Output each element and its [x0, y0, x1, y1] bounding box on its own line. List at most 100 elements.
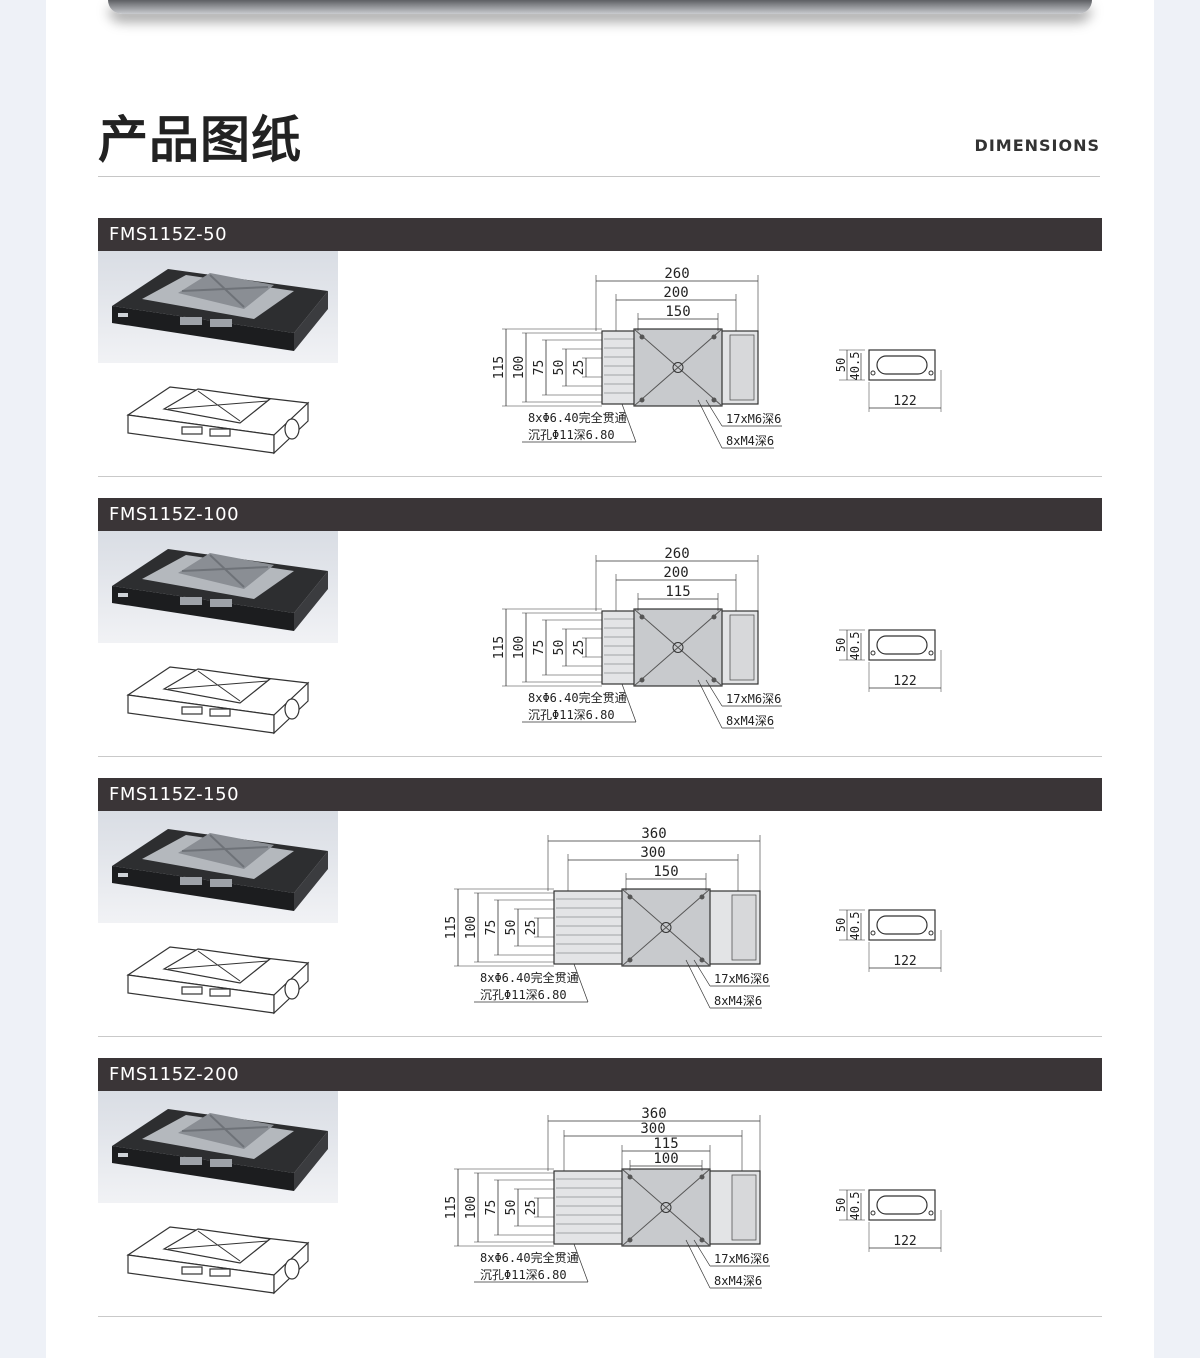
- side-dimension-label: 75: [484, 1200, 499, 1216]
- product-photos: [98, 251, 338, 476]
- top-dimension-label: 115: [665, 584, 690, 600]
- product-header: FMS115Z-100: [98, 498, 1102, 531]
- hole-note: 8xΦ6.40完全贯通: [480, 1250, 579, 1265]
- stage-render-image: [112, 829, 328, 911]
- end-height-label: 50: [834, 1198, 848, 1212]
- dimension-drawing: 260 200 150 115 100 75 50 25 8xΦ6.40完全贯通沉孔Φ11深6.…: [339, 251, 1102, 476]
- top-banner-edge: [108, 0, 1092, 14]
- thread-note-m6: 17xM6深6: [726, 412, 781, 426]
- stage-render-image: [112, 549, 328, 631]
- product-section: FMS115Z-150: [98, 778, 1102, 1037]
- end-height-label: 50: [834, 638, 848, 652]
- top-dimension-label: 260: [664, 266, 689, 282]
- top-dimension-label: 300: [640, 1121, 665, 1137]
- top-dimension-label: 260: [664, 546, 689, 562]
- thread-note-m4: 8xM4深6: [726, 434, 774, 448]
- top-dimension-label: 115: [653, 1136, 678, 1152]
- page-subtitle: DIMENSIONS: [974, 136, 1100, 155]
- end-width-label: 122: [893, 394, 916, 409]
- side-dimension-label: 50: [504, 920, 519, 936]
- side-dimension-label: 50: [552, 360, 567, 376]
- product-photos: [98, 1091, 338, 1316]
- hole-note: 8xΦ6.40完全贯通: [528, 410, 627, 425]
- top-dimension-label: 150: [665, 304, 690, 320]
- end-width-label: 122: [893, 954, 916, 969]
- stage-render-image: [112, 1109, 328, 1191]
- top-dimension-label: 300: [640, 845, 665, 861]
- side-dimension-label: 100: [464, 1196, 479, 1219]
- end-width-label: 122: [893, 1234, 916, 1249]
- thread-note-m4: 8xM4深6: [714, 1274, 762, 1288]
- thread-note-m6: 17xM6深6: [714, 972, 769, 986]
- product-line-drawing: [98, 1203, 338, 1316]
- stage-outline-image: [126, 666, 310, 735]
- product-section: FMS115Z-100: [98, 498, 1102, 757]
- product-header: FMS115Z-50: [98, 218, 1102, 251]
- product-line-drawing: [98, 363, 338, 476]
- stage-outline-image: [126, 386, 310, 455]
- top-dimension-label: 360: [641, 826, 666, 842]
- page-title: 产品图纸: [98, 111, 302, 169]
- top-dimension-label: 200: [663, 565, 688, 581]
- product-divider: [98, 1036, 1102, 1037]
- counterbore-note: 沉孔Φ11深6.80: [528, 428, 615, 442]
- thread-note-m6: 17xM6深6: [726, 692, 781, 706]
- side-dimension-label: 50: [552, 640, 567, 656]
- side-dimension-label: 115: [492, 356, 507, 379]
- top-dimension-label: 360: [641, 1106, 666, 1122]
- top-dimension-label: 100: [653, 1151, 678, 1167]
- product-header: FMS115Z-200: [98, 1058, 1102, 1091]
- thread-note-m4: 8xM4深6: [726, 714, 774, 728]
- product-line-drawing: [98, 643, 338, 756]
- product-line-drawing: [98, 923, 338, 1036]
- product-name: FMS115Z-200: [109, 1064, 240, 1085]
- product-divider: [98, 756, 1102, 757]
- side-dimension-label: 25: [572, 360, 587, 376]
- end-inner-label: 40.5: [848, 632, 862, 661]
- product-divider: [98, 1316, 1102, 1317]
- product-divider: [98, 476, 1102, 477]
- title-divider: [98, 176, 1100, 177]
- end-inner-label: 40.5: [848, 912, 862, 941]
- product-render-photo: [98, 251, 338, 363]
- side-dimension-label: 50: [504, 1200, 519, 1216]
- side-dimension-label: 115: [444, 916, 459, 939]
- product-section: FMS115Z-50: [98, 218, 1102, 477]
- side-dimension-label: 75: [532, 360, 547, 376]
- side-dimension-label: 75: [532, 640, 547, 656]
- side-dimension-label: 75: [484, 920, 499, 936]
- hole-note: 8xΦ6.40完全贯通: [480, 970, 579, 985]
- side-dimension-label: 100: [464, 916, 479, 939]
- counterbore-note: 沉孔Φ11深6.80: [480, 988, 567, 1002]
- side-dimension-label: 100: [512, 356, 527, 379]
- side-dimension-label: 115: [444, 1196, 459, 1219]
- side-dimension-label: 25: [572, 640, 587, 656]
- end-inner-label: 40.5: [848, 1192, 862, 1221]
- product-name: FMS115Z-150: [109, 784, 240, 805]
- side-dimension-label: 25: [524, 1200, 539, 1216]
- stage-outline-image: [126, 1226, 310, 1295]
- page: 产品图纸 DIMENSIONS FMS115Z-50: [46, 0, 1154, 1358]
- product-render-photo: [98, 531, 338, 643]
- product-photos: [98, 531, 338, 756]
- product-render-photo: [98, 1091, 338, 1203]
- counterbore-note: 沉孔Φ11深6.80: [528, 708, 615, 722]
- hole-note: 8xΦ6.40完全贯通: [528, 690, 627, 705]
- end-height-label: 50: [834, 358, 848, 372]
- product-photos: [98, 811, 338, 1036]
- thread-note-m4: 8xM4深6: [714, 994, 762, 1008]
- stage-dimension-svg: 260 200 150 115 100 75 50 25 8xΦ6.40完全贯通沉孔Φ11深6.…: [492, 266, 942, 449]
- side-dimension-label: 100: [512, 636, 527, 659]
- end-width-label: 122: [893, 674, 916, 689]
- top-dimension-label: 200: [663, 285, 688, 301]
- product-section: FMS115Z-200: [98, 1058, 1102, 1317]
- stage-outline-image: [126, 946, 310, 1015]
- end-inner-label: 40.5: [848, 352, 862, 381]
- stage-render-image: [112, 269, 328, 351]
- product-name: FMS115Z-100: [109, 504, 240, 525]
